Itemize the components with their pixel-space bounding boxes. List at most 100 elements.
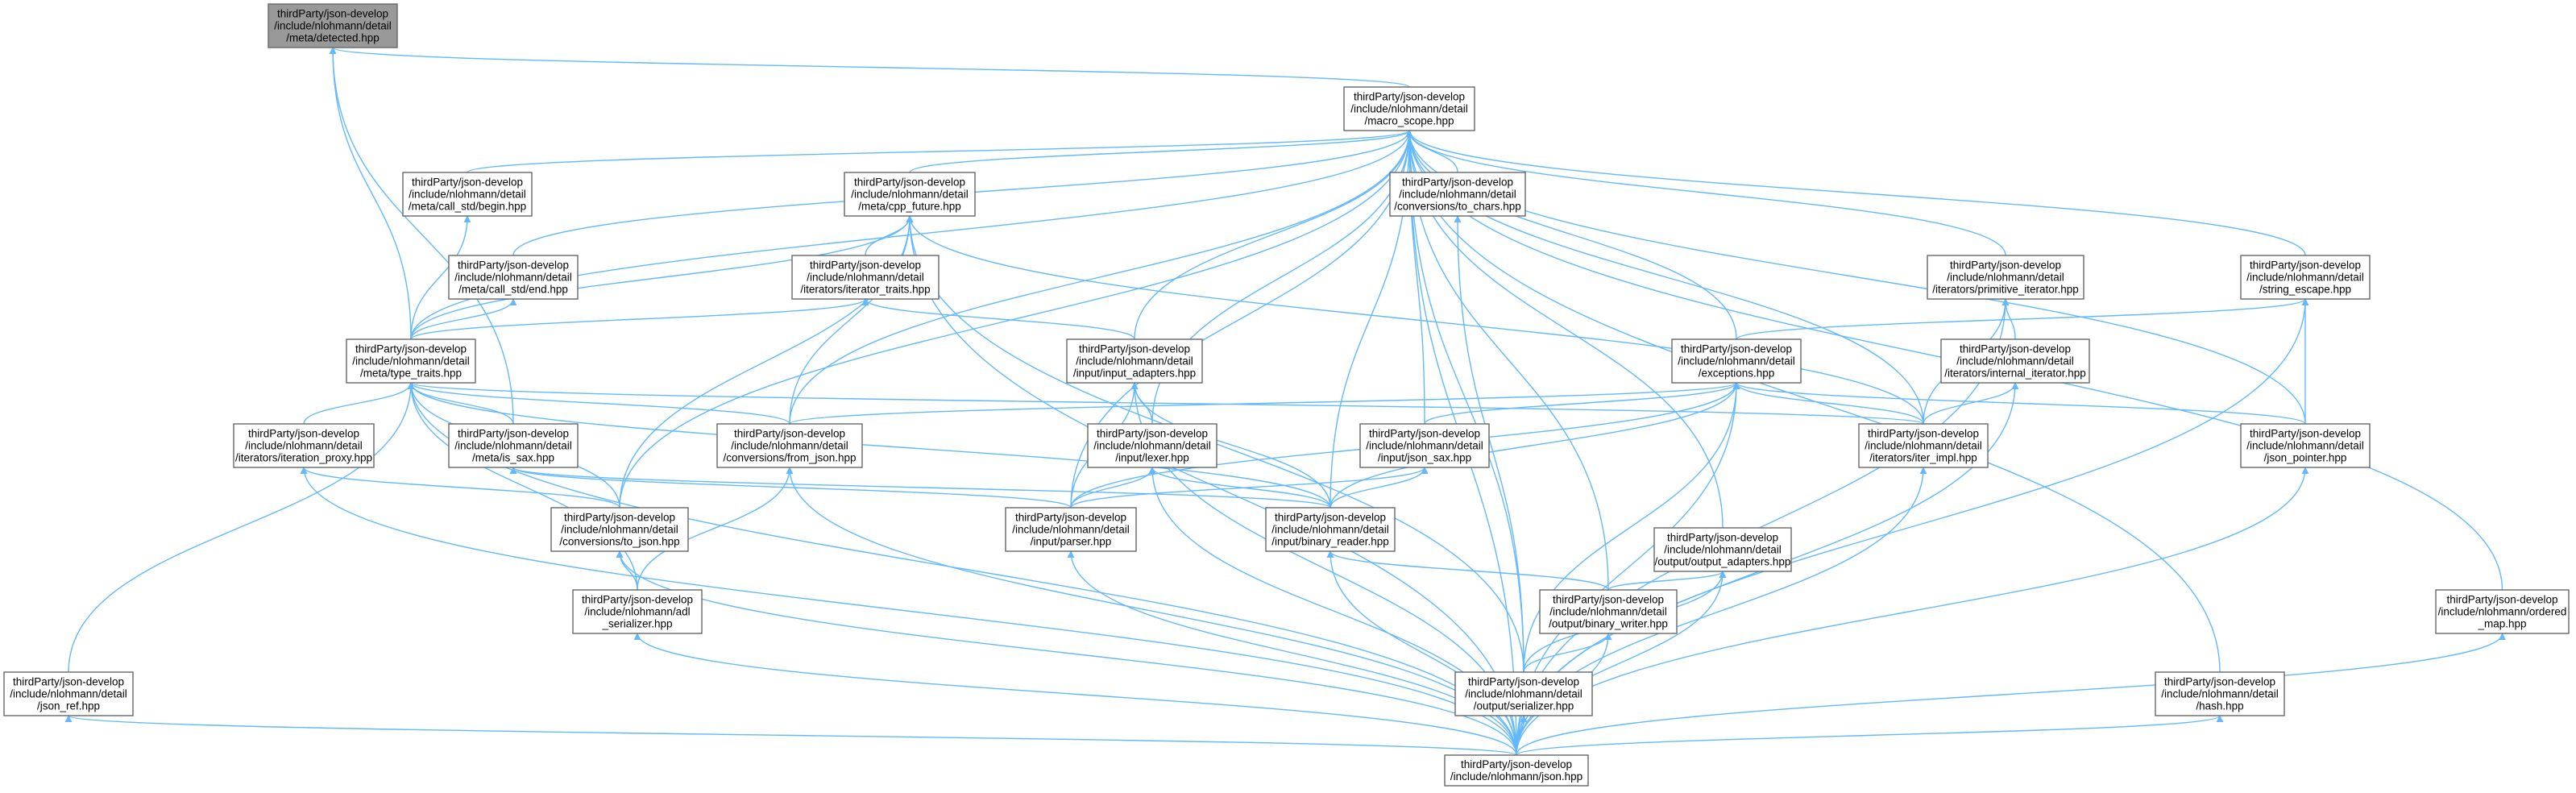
edge-serializer-to-to_chars xyxy=(1454,215,1524,673)
edge-serializer-to-exceptions xyxy=(1523,382,1740,673)
node-label-line: thirdParty/json-develop xyxy=(2250,428,2361,440)
edge-input_adapters-to-macro_scope xyxy=(1134,130,1413,340)
node-label-line: _serializer.hpp xyxy=(601,618,672,630)
node-label-line: thirdParty/json-develop xyxy=(1950,259,2061,272)
node-output-adapters[interactable]: thirdParty/json-develop/include/nlohmann… xyxy=(1653,527,1792,572)
node-macro-scope[interactable]: thirdParty/json-develop/include/nlohmann… xyxy=(1343,86,1475,131)
node-input-adapters[interactable]: thirdParty/json-develop/include/nlohmann… xyxy=(1066,338,1203,384)
node-box xyxy=(1066,338,1203,384)
edge-json-to-ordered_map xyxy=(1516,633,2506,756)
node-label-line: thirdParty/json-develop xyxy=(810,259,921,272)
node-label-line: /hash.hpp xyxy=(2196,700,2243,712)
node-string-escape[interactable]: thirdParty/json-develop/include/nlohmann… xyxy=(2240,255,2371,300)
node-to-chars[interactable]: thirdParty/json-develop/include/nlohmann… xyxy=(1389,172,1526,217)
edge-exceptions-to-string_escape xyxy=(1736,298,2309,340)
node-label-line: /iterators/internal_iterator.hpp xyxy=(1944,367,2086,380)
edge-binary_reader-to-is_sax xyxy=(509,467,1331,509)
node-label-line: /json_pointer.hpp xyxy=(2264,452,2347,464)
edge-parser-to-is_sax xyxy=(509,467,1072,509)
node-label-line: /include/nlohmann/detail xyxy=(10,688,127,700)
node-box xyxy=(1389,172,1526,217)
node-ordered-map[interactable]: thirdParty/json-develop/include/nlohmann… xyxy=(2435,589,2570,634)
node-type-traits[interactable]: thirdParty/json-develop/include/nlohmann… xyxy=(346,338,476,384)
node-parser[interactable]: thirdParty/json-develop/include/nlohmann… xyxy=(1005,507,1137,552)
node-label-line: /macro_scope.hpp xyxy=(1364,115,1454,127)
node-box xyxy=(716,423,863,468)
edge-json-to-to_json xyxy=(616,550,1517,756)
edge-call_std_begin-to-macro_scope xyxy=(467,130,1413,173)
node-box xyxy=(1087,423,1217,468)
node-json-pointer[interactable]: thirdParty/json-develop/include/nlohmann… xyxy=(2240,423,2371,468)
edge-type_traits-to-call_std_begin xyxy=(410,215,471,340)
edge-json-to-iteration_proxy xyxy=(300,467,1517,756)
node-label-line: /string_escape.hpp xyxy=(2259,284,2351,296)
node-label-line: /input/json_sax.hpp xyxy=(1378,452,1471,464)
edge-json-to-hash xyxy=(1516,715,2224,756)
node-iter-impl[interactable]: thirdParty/json-develop/include/nlohmann… xyxy=(1858,423,1989,468)
edge-binary_writer-to-output_adapters xyxy=(1607,571,1727,591)
node-json-ref[interactable]: thirdParty/json-develop/include/nlohmann… xyxy=(3,671,134,716)
node-call-std-end[interactable]: thirdParty/json-develop/include/nlohmann… xyxy=(448,255,579,300)
node-cpp-future[interactable]: thirdParty/json-develop/include/nlohmann… xyxy=(844,172,976,217)
node-label-line: thirdParty/json-develop xyxy=(13,676,124,688)
node-label-line: thirdParty/json-develop xyxy=(277,8,388,20)
edge-json-to-output_adapters xyxy=(1516,571,1727,756)
node-label-line: thirdParty/json-develop xyxy=(1369,428,1480,440)
node-label-line: thirdParty/json-develop xyxy=(412,176,523,189)
node-label-line: /include/nlohmann/detail xyxy=(1678,355,1795,367)
node-label-line: /include/nlohmann/detail xyxy=(274,20,392,32)
node-label-line: thirdParty/json-develop xyxy=(1354,91,1465,103)
node-label-line: /include/nlohmann/detail xyxy=(2246,440,2364,452)
edge-json-to-adl_serializer xyxy=(633,633,1517,756)
node-label-line: /include/nlohmann/detail xyxy=(561,524,678,536)
node-label-line: /include/nlohmann/detail xyxy=(1271,524,1389,536)
node-primitive-iterator[interactable]: thirdParty/json-develop/include/nlohmann… xyxy=(1927,255,2084,300)
node-from-json[interactable]: thirdParty/json-develop/include/nlohmann… xyxy=(716,423,863,468)
node-label-line: thirdParty/json-develop xyxy=(1553,594,1664,606)
node-label-line: /include/nlohmann/detail xyxy=(1076,355,1193,367)
node-box xyxy=(1359,423,1490,468)
node-label-line: /include/nlohmann/detail xyxy=(409,189,526,201)
node-json-sax[interactable]: thirdParty/json-develop/include/nlohmann… xyxy=(1359,423,1490,468)
node-label-line: thirdParty/json-develop xyxy=(564,512,675,524)
node-iteration-proxy[interactable]: thirdParty/json-develop/include/nlohmann… xyxy=(233,423,375,468)
edge-iter_impl-to-type_traits xyxy=(408,382,1924,425)
node-label-line: thirdParty/json-develop xyxy=(2250,259,2361,272)
node-label-line: /include/nlohmann/detail xyxy=(1865,440,1982,452)
node-box xyxy=(1265,507,1396,552)
node-label-line: /input/input_adapters.hpp xyxy=(1073,367,1196,380)
node-internal-iterator[interactable]: thirdParty/json-develop/include/nlohmann… xyxy=(1940,338,2090,384)
node-to-json[interactable]: thirdParty/json-develop/include/nlohmann… xyxy=(550,507,689,552)
node-hash[interactable]: thirdParty/json-develop/include/nlohmann… xyxy=(2155,671,2285,716)
node-label-line: /include/nlohmann/detail xyxy=(1350,103,1468,115)
node-label-line: thirdParty/json-develop xyxy=(2164,676,2275,688)
node-label-line: /include/nlohmann/detail xyxy=(352,355,470,367)
node-is-sax[interactable]: thirdParty/json-develop/include/nlohmann… xyxy=(448,423,579,468)
node-json[interactable]: thirdParty/json-develop/include/nlohmann… xyxy=(1444,754,1589,787)
node-label-line: /iterators/iteration_proxy.hpp xyxy=(235,452,372,464)
edge-json-to-parser xyxy=(1067,550,1517,756)
node-serializer[interactable]: thirdParty/json-develop/include/nlohmann… xyxy=(1454,671,1593,716)
node-box xyxy=(1927,255,2084,300)
node-binary-reader[interactable]: thirdParty/json-develop/include/nlohmann… xyxy=(1265,507,1396,552)
edge-type_traits-to-iterator_traits xyxy=(410,298,869,340)
node-box xyxy=(550,507,689,552)
node-exceptions[interactable]: thirdParty/json-develop/include/nlohmann… xyxy=(1671,338,1802,384)
node-label-line: thirdParty/json-develop xyxy=(355,343,467,355)
node-adl-serializer[interactable]: thirdParty/json-develop/include/nlohmann… xyxy=(572,589,703,634)
node-detected: thirdParty/json-develop/include/nlohmann… xyxy=(268,3,398,48)
edge-string_escape-to-macro_scope xyxy=(1405,130,2306,256)
node-box xyxy=(233,423,375,468)
edge-binary_writer-to-binary_reader xyxy=(1326,550,1609,591)
node-box xyxy=(1539,589,1678,634)
node-binary-writer[interactable]: thirdParty/json-develop/include/nlohmann… xyxy=(1539,589,1678,634)
node-label-line: /exceptions.hpp xyxy=(1699,367,1775,380)
node-label-line: thirdParty/json-develop xyxy=(1868,428,1979,440)
node-call-std-begin[interactable]: thirdParty/json-develop/include/nlohmann… xyxy=(402,172,533,217)
node-label-line: /include/nlohmann/detail xyxy=(454,440,572,452)
node-lexer[interactable]: thirdParty/json-develop/include/nlohmann… xyxy=(1087,423,1217,468)
node-label-line: /include/nlohmann/detail xyxy=(1947,272,2064,284)
node-box xyxy=(1444,754,1589,787)
node-iterator-traits[interactable]: thirdParty/json-develop/include/nlohmann… xyxy=(791,255,940,300)
edge-type_traits-to-cpp_future xyxy=(410,215,914,340)
